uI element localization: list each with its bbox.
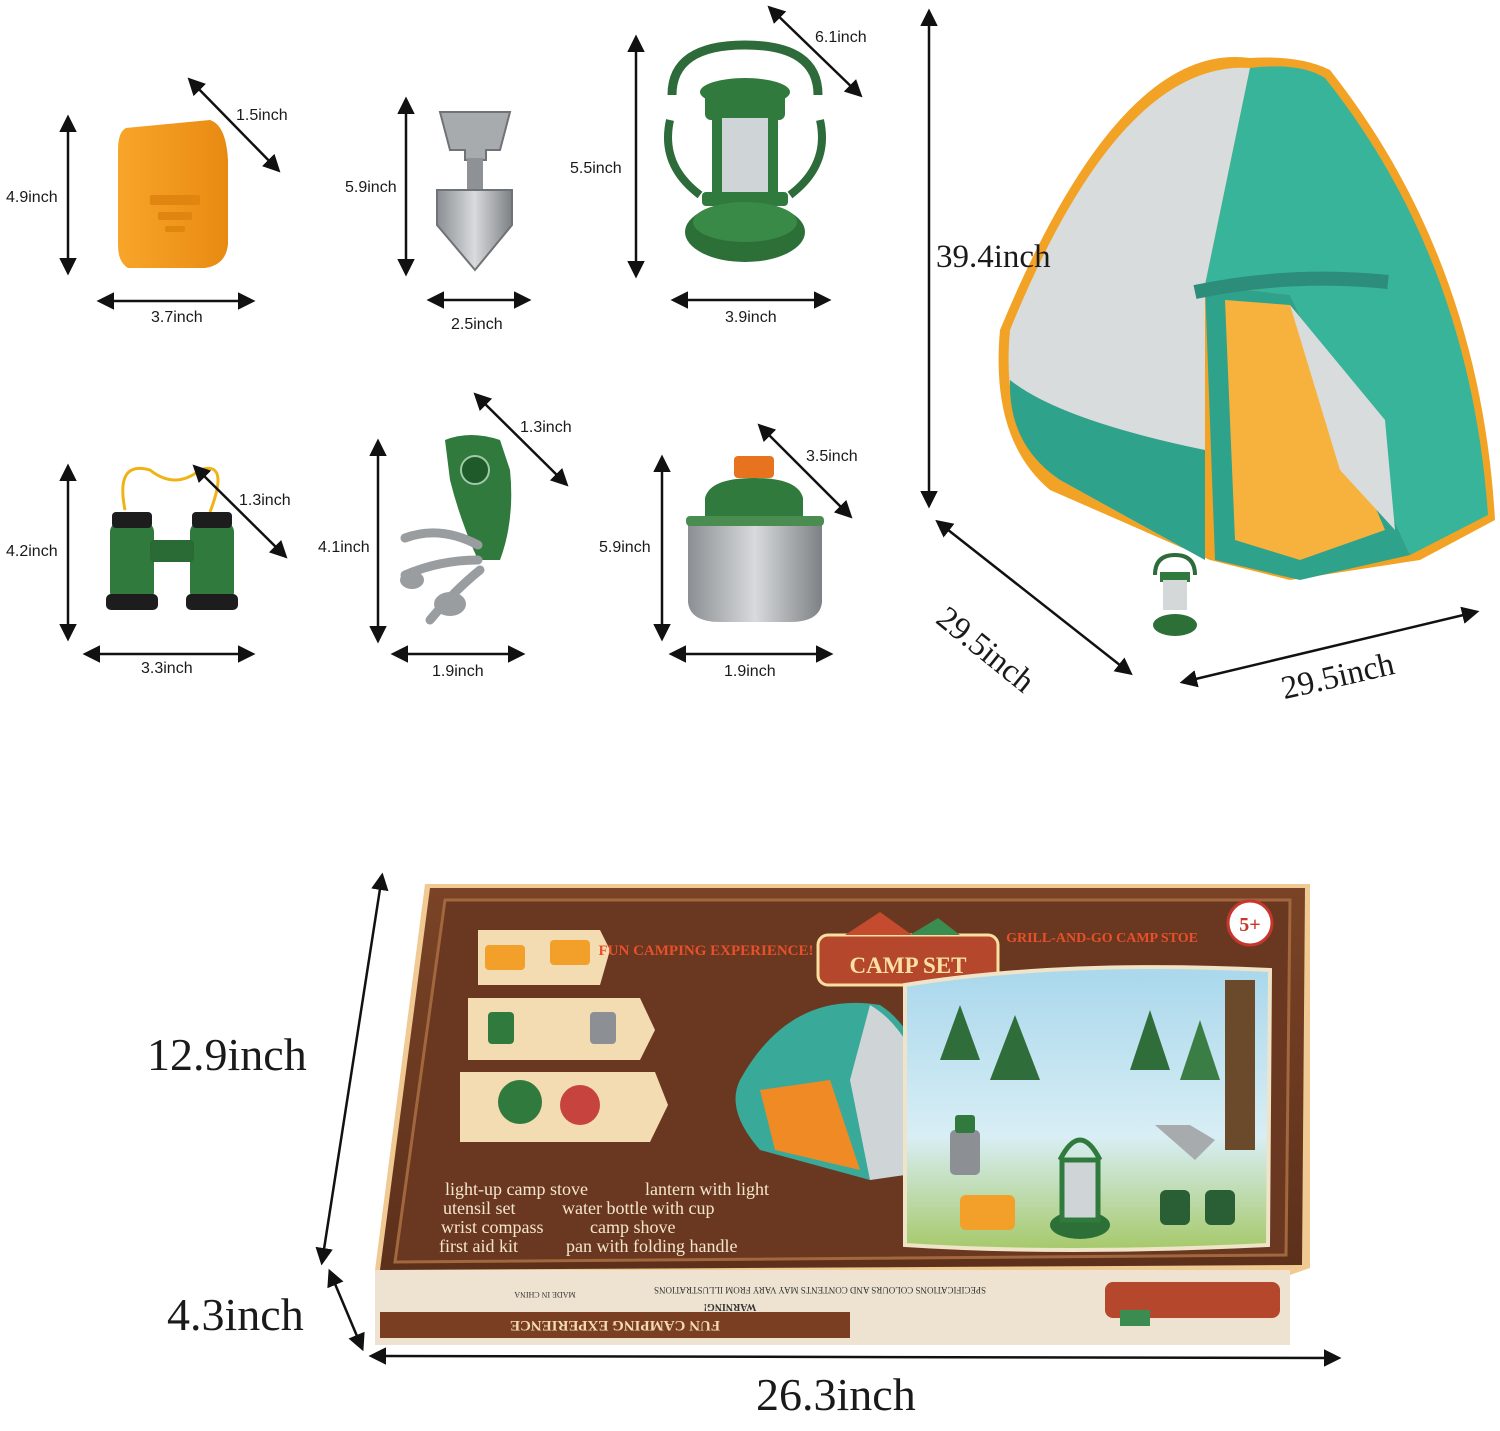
tent-height-label: 39.4inch — [936, 239, 1051, 275]
lantern-depth-label: 6.1inch — [815, 29, 867, 46]
lantern-height-label: 5.5inch — [570, 160, 622, 177]
shovel-width-label: 2.5inch — [451, 316, 503, 333]
compass-utensil — [400, 435, 512, 625]
compass-height-label: 4.1inch — [318, 539, 370, 556]
shovel — [436, 111, 513, 272]
lantern — [664, 40, 826, 262]
shovel-height-label: 5.9inch — [345, 179, 397, 196]
box-warning: WARNING! — [704, 1301, 757, 1312]
box-tagline: FUN CAMPING EXPERIENCE! — [599, 943, 814, 959]
compass-width-label: 1.9inch — [432, 663, 484, 680]
bottle-width-label: 1.9inch — [724, 663, 776, 680]
feature-4: wrist compass — [441, 1217, 544, 1237]
feature-7: pan with folding handle — [566, 1236, 737, 1256]
binoculars-depth-label: 1.3inch — [239, 492, 291, 509]
box — [375, 884, 1310, 1345]
stove-depth-label: 1.5inch — [236, 107, 288, 124]
feature-2: utensil set — [443, 1198, 516, 1218]
camp-stove — [118, 120, 228, 268]
box-width-label: 26.3inch — [756, 1369, 916, 1420]
binoculars-height-label: 4.2inch — [6, 543, 58, 560]
box-made-in: MADE IN CHINA — [514, 1290, 576, 1299]
feature-1: lantern with light — [645, 1179, 769, 1199]
feature-6: first aid kit — [439, 1236, 518, 1256]
water-bottle — [686, 456, 824, 622]
box-side-text: FUN CAMPING EXPERIENCE — [510, 1317, 720, 1333]
binoculars-width-label: 3.3inch — [141, 660, 193, 677]
box-depth-label: 4.3inch — [167, 1289, 304, 1340]
feature-3: water bottle with cup — [562, 1198, 714, 1218]
stove-width-label: 3.7inch — [151, 309, 203, 326]
feature-5: camp shove — [590, 1217, 675, 1237]
feature-0: light-up camp stove — [445, 1179, 588, 1199]
lantern-width-label: 3.9inch — [725, 309, 777, 326]
box-age-badge: 5+ — [1239, 914, 1260, 936]
box-logo: CAMP SET — [850, 953, 967, 978]
box-subtitle: GRILL-AND-GO CAMP STOE — [1006, 931, 1198, 946]
box-side-note: SPECIFICATIONS COLOURS AND CONTENTS MAY … — [654, 1285, 986, 1295]
compass-depth-label: 1.3inch — [520, 419, 572, 436]
box-height-label: 12.9inch — [147, 1029, 307, 1080]
bottle-height-label: 5.9inch — [599, 539, 651, 556]
bottle-depth-label: 3.5inch — [806, 448, 858, 465]
stove-height-label: 4.9inch — [6, 189, 58, 206]
tent — [998, 56, 1495, 636]
